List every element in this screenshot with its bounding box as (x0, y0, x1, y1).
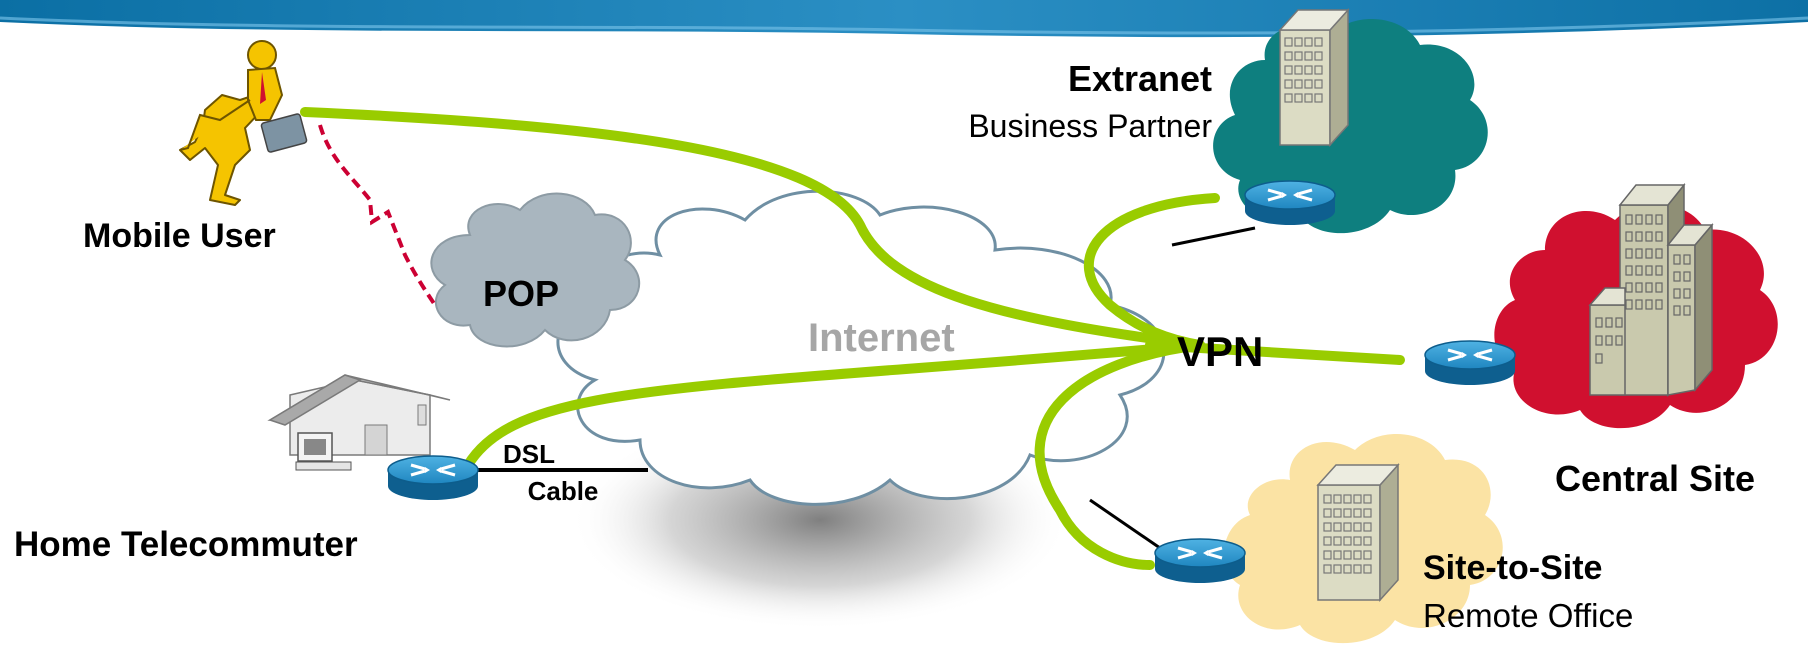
home-telecommuter-label: Home Telecommuter (14, 525, 358, 564)
pop-cloud (430, 192, 641, 348)
tower-building-icon (1588, 182, 1714, 398)
remote-link (1089, 498, 1161, 550)
remote-office-label: Remote Office (1423, 597, 1633, 634)
tunnel-central (1145, 340, 1405, 365)
pop-label: POP (483, 273, 559, 314)
router-icon (1423, 339, 1517, 387)
extranet-label: Extranet (1068, 58, 1212, 99)
site-to-site-label: Site-to-Site (1423, 549, 1602, 587)
dialup-link (318, 124, 437, 307)
central-site-label: Central Site (1555, 458, 1755, 499)
dsl-label: DSL (503, 439, 555, 469)
tunnel-mobile (300, 107, 1205, 350)
extranet-link (1171, 226, 1256, 247)
business-partner-label: Business Partner (968, 108, 1212, 144)
router-icon (1243, 179, 1337, 227)
vpn-label: VPN (1177, 328, 1263, 375)
cable-label: Cable (528, 476, 599, 506)
router-icon (386, 454, 480, 502)
remote-office-building-icon (1316, 463, 1400, 602)
router-icon (1153, 537, 1247, 585)
office-building-icon (1278, 8, 1350, 147)
internet-label: Internet (808, 316, 955, 360)
tunnel-remote (1034, 340, 1205, 570)
house-computer-icon (267, 374, 451, 471)
mobile-user-label: Mobile User (83, 217, 276, 255)
tunnel-home (463, 340, 1205, 470)
tunnel-extranet (1084, 193, 1220, 350)
running-businessman-icon (179, 40, 308, 206)
